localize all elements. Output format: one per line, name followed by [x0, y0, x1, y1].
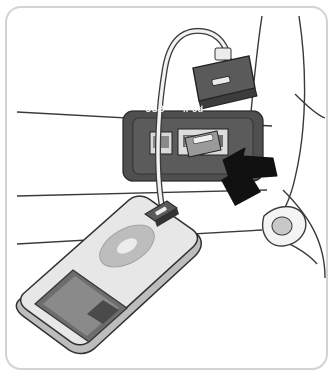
illustration-frame: USB iPod [5, 6, 328, 370]
insert-arrow-icon [221, 148, 277, 206]
ipod-label: iPod [183, 104, 203, 114]
dock-plug-icon [193, 48, 257, 109]
ipod-device [16, 196, 201, 353]
knob-icon [263, 207, 306, 246]
installation-diagram [7, 8, 328, 370]
usb-label: USB [145, 104, 165, 114]
